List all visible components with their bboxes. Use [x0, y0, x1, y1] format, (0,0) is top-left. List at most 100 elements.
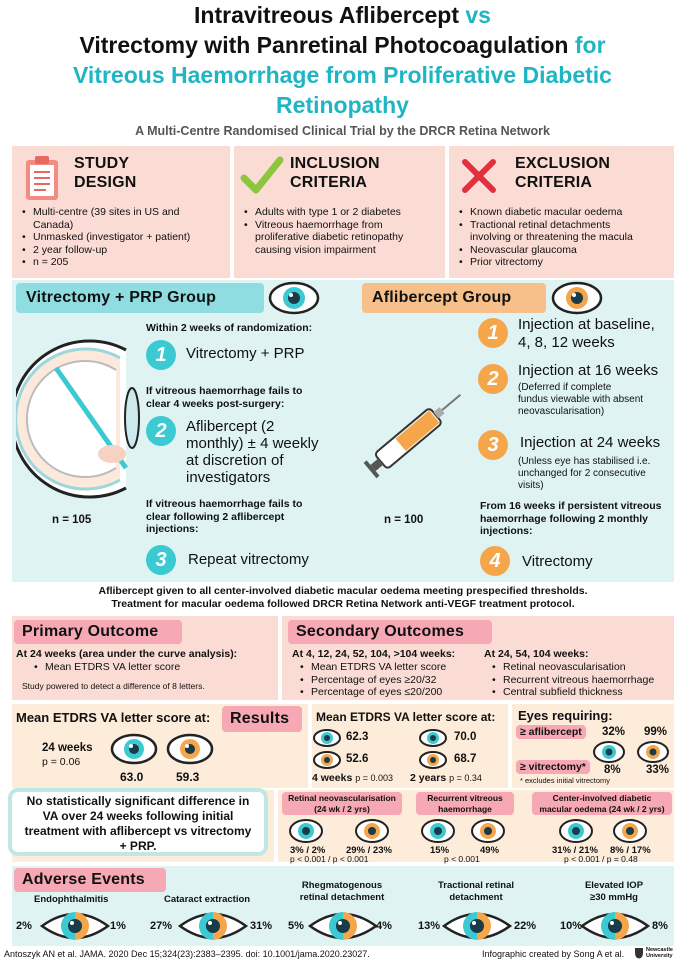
conclusion-text: No statistically significant difference …	[24, 794, 252, 853]
step-1-badge: 1	[146, 340, 176, 370]
afl-step-3-badge: 3	[478, 430, 508, 460]
double-eye-icon	[307, 912, 379, 940]
year-2-vitrectomy-value: 70.0	[454, 731, 477, 743]
secondary-lead-1: At 4, 12, 24, 52, 104, >104 weeks:	[292, 648, 456, 660]
eye-orange-icon	[419, 751, 447, 769]
eye-orange-icon	[637, 741, 669, 763]
exclusion-list: Known diabetic macular oedema Tractional…	[459, 206, 671, 269]
requiring-vitrectomy-aflibercept-group: 33%	[646, 764, 670, 776]
eye-orange-icon	[551, 281, 603, 315]
week-24-vitrectomy-value: 63.0	[120, 770, 144, 784]
week-4-aflibercept-value: 52.6	[346, 753, 369, 765]
secondary-list-2: Retinal neovascularisation Recurrent vit…	[492, 661, 654, 699]
title-line-3: Vitreous Haemorrhage from Proliferative …	[73, 62, 612, 88]
step-2-badge: 2	[146, 416, 176, 446]
vitrectomy-step-3: Repeat vitrectomy	[188, 551, 309, 568]
rvh-vitrectomy-value: 15%	[430, 845, 450, 856]
secondary-list-1: Mean ETDRS VA letter score Percentage of…	[300, 661, 446, 699]
rvh-p: p < 0.001	[444, 854, 480, 864]
requiring-vitrectomy-vitrectomy-group: 8%	[604, 764, 621, 776]
results-mean-panel	[312, 704, 508, 788]
week-4-summary: 4 weeks p = 0.003	[312, 772, 394, 784]
list-item: Mean ETDRS VA letter score	[300, 661, 446, 674]
list-item: Percentage of eyes ≥20/32	[300, 674, 446, 687]
double-eye-icon	[441, 912, 513, 940]
primary-lead: At 24 weeks (area under the curve analys…	[16, 648, 238, 660]
cataract-vitrectomy-value: 27%	[150, 920, 173, 932]
requiring-aflibercept-aflibercept-group: 99%	[644, 726, 668, 738]
vitrectomy-n: n = 105	[52, 514, 92, 526]
afl-step-4: Vitrectomy	[522, 553, 593, 570]
cross-icon	[462, 159, 496, 193]
requiring-footnote: * excludes initial vitrectomy	[520, 776, 611, 785]
inclusion-list: Adults with type 1 or 2 diabetes Vitreou…	[244, 206, 442, 256]
eye-teal-icon	[421, 819, 455, 843]
dmo-p: p < 0.001 / p = 0.48	[564, 854, 638, 864]
neo-title: Retinal neovascularisation(24 wk / 2 yrs…	[282, 792, 402, 815]
eye-teal-icon	[110, 733, 158, 765]
eye-teal-icon	[559, 819, 593, 843]
list-item: Unmasked (investigator + patient)	[22, 231, 228, 244]
list-item: Mean ETDRS VA letter score	[34, 661, 180, 674]
list-item: Percentage of eyes ≤20/200	[300, 686, 446, 699]
subtitle: A Multi-Centre Randomised Clinical Trial…	[135, 124, 550, 138]
year-2-summary: 2 years p = 0.34	[410, 772, 482, 784]
clipboard-icon	[26, 156, 58, 200]
vitrectomy-intro: Within 2 weeks of randomization:	[146, 322, 313, 334]
adverse-events-title: Adverse Events	[14, 868, 166, 892]
tractional-vitrectomy-value: 13%	[418, 920, 441, 932]
endophthalmitis-label: Endophthalmitis	[34, 894, 109, 905]
secondary-outcome-title: Secondary Outcomes	[288, 620, 492, 644]
aflibercept-group-title: Aflibercept Group	[362, 283, 546, 313]
secondary-lead-2: At 24, 54, 104 weeks:	[484, 648, 589, 660]
list-item: Retinal neovascularisation	[492, 661, 654, 674]
primary-list: Mean ETDRS VA letter score	[34, 661, 180, 674]
vitrectomy-step-1: Vitrectomy + PRP	[186, 345, 305, 362]
list-item: Recurrent vitreous haemorrhage	[492, 674, 654, 687]
rvh-aflibercept-value: 49%	[480, 845, 500, 856]
primary-note: Study powered to detect a difference of …	[22, 681, 205, 691]
endophthalmitis-vitrectomy-value: 2%	[16, 920, 32, 932]
cataract-label: Cataract extraction	[164, 894, 251, 905]
endophthalmitis-aflibercept-value: 1%	[110, 920, 126, 932]
double-eye-icon	[579, 912, 651, 940]
week-24-label: 24 weeks	[42, 742, 93, 754]
eyes-requiring-title: Eyes requiring:	[518, 708, 613, 723]
afl-step-2: Injection at 16 weeks	[518, 362, 659, 379]
eye-orange-icon	[166, 733, 214, 765]
eye-orange-icon	[313, 751, 341, 769]
mean-va-title: Mean ETDRS VA letter score at:	[16, 710, 211, 725]
double-eye-icon	[39, 912, 111, 940]
list-item: 2 year follow-up	[22, 244, 228, 257]
neo-p: p < 0.001 / p < 0.001	[290, 854, 369, 864]
eye-teal-icon	[268, 281, 320, 315]
neo-aflibercept-value: 29% / 23%	[346, 845, 392, 856]
list-item: Adults with type 1 or 2 diabetes	[244, 206, 442, 219]
afl-step-4-badge: 4	[480, 546, 510, 576]
list-item: Central subfield thickness	[492, 686, 654, 699]
eye-teal-icon	[593, 741, 625, 763]
week-4-vitrectomy-value: 62.3	[346, 731, 369, 743]
eye-orange-icon	[471, 819, 505, 843]
eye-orange-icon	[355, 819, 389, 843]
requiring-vitrectomy-label: ≥ vitrectomy*	[516, 760, 590, 774]
title-line-1: Intravitreous Aflibercept vs	[194, 2, 491, 28]
cataract-aflibercept-value: 31%	[250, 920, 273, 932]
crest-icon	[635, 948, 643, 959]
eye-cross-section-illustration	[16, 339, 140, 499]
afl-step-1-badge: 1	[478, 318, 508, 348]
requiring-aflibercept-label: ≥ aflibercept	[516, 725, 586, 739]
list-item: n = 205	[22, 256, 228, 269]
